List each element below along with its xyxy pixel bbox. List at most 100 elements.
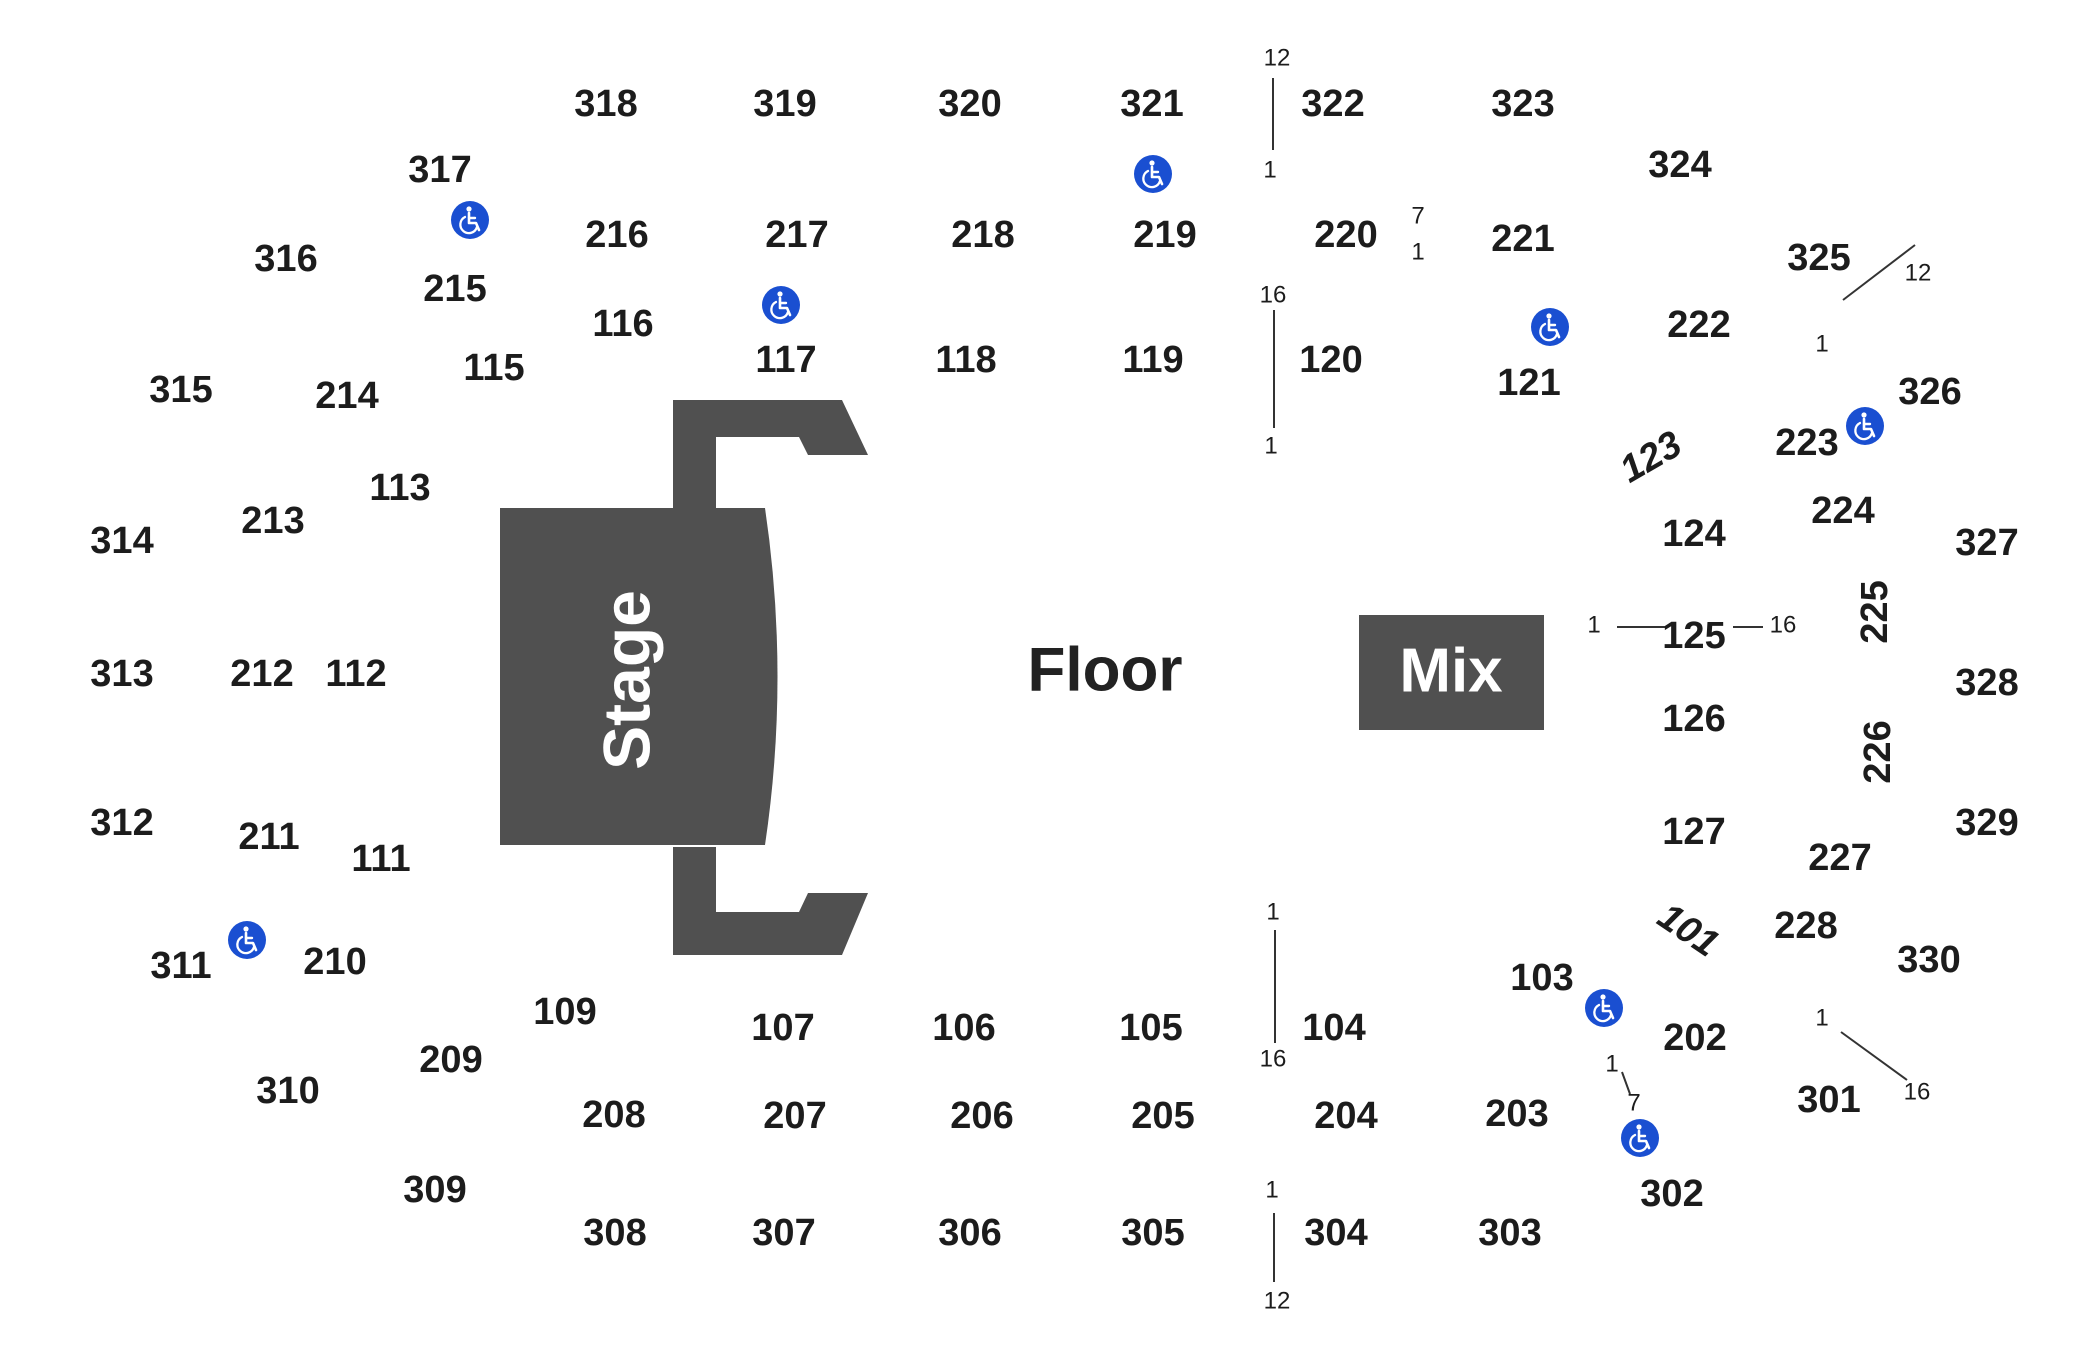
section-106[interactable]: 106 (932, 1007, 995, 1049)
section-125[interactable]: 125 (1662, 615, 1725, 657)
section-315[interactable]: 315 (149, 369, 212, 411)
section-111[interactable]: 111 (351, 838, 410, 880)
section-112[interactable]: 112 (325, 653, 386, 695)
section-224[interactable]: 224 (1811, 490, 1874, 532)
section-216[interactable]: 216 (585, 214, 648, 256)
section-318[interactable]: 318 (574, 83, 637, 125)
section-223[interactable]: 223 (1775, 422, 1838, 464)
section-127[interactable]: 127 (1662, 811, 1725, 853)
section-101[interactable]: 101 (1650, 895, 1726, 965)
section-309[interactable]: 309 (403, 1169, 466, 1211)
section-119[interactable]: 119 (1122, 339, 1183, 381)
section-222[interactable]: 222 (1667, 304, 1730, 346)
section-304[interactable]: 304 (1304, 1212, 1367, 1254)
section-120[interactable]: 120 (1299, 339, 1362, 381)
section-323[interactable]: 323 (1491, 83, 1554, 125)
row-marker: 16 (1904, 1078, 1931, 1105)
section-118[interactable]: 118 (935, 339, 996, 381)
section-320[interactable]: 320 (938, 83, 1001, 125)
section-219[interactable]: 219 (1133, 214, 1196, 256)
section-310[interactable]: 310 (256, 1070, 319, 1112)
section-117[interactable]: 117 (755, 339, 816, 381)
stage-label: Stage (589, 590, 663, 770)
section-121[interactable]: 121 (1497, 362, 1560, 404)
section-123[interactable]: 123 (1613, 423, 1689, 491)
section-314[interactable]: 314 (90, 520, 153, 562)
floor-label[interactable]: Floor (1028, 635, 1183, 704)
section-316[interactable]: 316 (254, 238, 317, 280)
section-330[interactable]: 330 (1897, 939, 1960, 981)
section-210[interactable]: 210 (303, 941, 366, 983)
section-324[interactable]: 324 (1648, 144, 1711, 186)
section-317[interactable]: 317 (408, 149, 471, 191)
row-marker: 1 (1263, 156, 1276, 183)
row-marker: 1 (1605, 1050, 1618, 1077)
section-326[interactable]: 326 (1898, 371, 1961, 413)
section-104[interactable]: 104 (1302, 1007, 1365, 1049)
row-marker: 1 (1815, 330, 1828, 357)
section-208[interactable]: 208 (582, 1094, 645, 1136)
section-203[interactable]: 203 (1485, 1093, 1548, 1135)
section-319[interactable]: 319 (753, 83, 816, 125)
section-107[interactable]: 107 (751, 1007, 814, 1049)
section-328[interactable]: 328 (1955, 662, 2018, 704)
section-322[interactable]: 322 (1301, 83, 1364, 125)
section-226[interactable]: 226 (1857, 720, 1899, 783)
section-202[interactable]: 202 (1663, 1017, 1726, 1059)
section-209[interactable]: 209 (419, 1039, 482, 1081)
section-211[interactable]: 211 (238, 816, 299, 858)
level-200: 216 217 218 219 220 221 222 223 224 225 … (230, 214, 1899, 1137)
section-206[interactable]: 206 (950, 1095, 1013, 1137)
row-marker: 1 (1815, 1004, 1828, 1031)
section-214[interactable]: 214 (315, 375, 378, 417)
row-marker: 7 (1627, 1089, 1640, 1116)
section-204[interactable]: 204 (1314, 1095, 1377, 1137)
section-329[interactable]: 329 (1955, 802, 2018, 844)
row-lines (1272, 78, 1916, 1282)
section-325[interactable]: 325 (1787, 237, 1850, 279)
stage-block[interactable] (500, 508, 778, 845)
row-marker: 1 (1265, 1176, 1278, 1203)
section-221[interactable]: 221 (1491, 218, 1554, 260)
wheelchair-accessible-icon (1132, 153, 1174, 195)
section-313[interactable]: 313 (90, 653, 153, 695)
section-302[interactable]: 302 (1640, 1173, 1703, 1215)
section-212[interactable]: 212 (230, 653, 293, 695)
section-207[interactable]: 207 (763, 1095, 826, 1137)
section-301[interactable]: 301 (1797, 1079, 1860, 1121)
section-327[interactable]: 327 (1955, 522, 2018, 564)
section-103[interactable]: 103 (1510, 957, 1573, 999)
section-205[interactable]: 205 (1131, 1095, 1194, 1137)
section-321[interactable]: 321 (1120, 83, 1183, 125)
row-marker: 16 (1260, 1045, 1287, 1072)
section-312[interactable]: 312 (90, 802, 153, 844)
section-225[interactable]: 225 (1854, 580, 1896, 643)
level-300: 318 319 320 321 322 323 324 325 326 327 … (90, 83, 2018, 1254)
section-116[interactable]: 116 (592, 303, 653, 345)
section-306[interactable]: 306 (938, 1212, 1001, 1254)
section-311[interactable]: 311 (150, 945, 211, 987)
section-109[interactable]: 109 (533, 991, 596, 1033)
section-105[interactable]: 105 (1119, 1007, 1182, 1049)
wheelchair-accessible-icon (1583, 987, 1625, 1029)
section-227[interactable]: 227 (1808, 837, 1871, 879)
row-marker: 16 (1770, 611, 1797, 638)
section-218[interactable]: 218 (951, 214, 1014, 256)
section-113[interactable]: 113 (369, 467, 430, 509)
wheelchair-accessible-icon (760, 284, 802, 326)
section-305[interactable]: 305 (1121, 1212, 1184, 1254)
section-308[interactable]: 308 (583, 1212, 646, 1254)
section-228[interactable]: 228 (1774, 905, 1837, 947)
section-215[interactable]: 215 (423, 268, 486, 310)
section-213[interactable]: 213 (241, 500, 304, 542)
section-307[interactable]: 307 (752, 1212, 815, 1254)
section-217[interactable]: 217 (765, 214, 828, 256)
section-220[interactable]: 220 (1314, 214, 1377, 256)
row-markers: 12 1 7 1 16 1 12 1 1 16 1 16 1 16 1 7 1 … (1260, 44, 1932, 1314)
section-115[interactable]: 115 (463, 347, 524, 389)
section-124[interactable]: 124 (1662, 513, 1725, 555)
row-marker: 12 (1905, 259, 1932, 286)
section-303[interactable]: 303 (1478, 1212, 1541, 1254)
mix-booth[interactable] (1359, 615, 1544, 730)
section-126[interactable]: 126 (1662, 698, 1725, 740)
